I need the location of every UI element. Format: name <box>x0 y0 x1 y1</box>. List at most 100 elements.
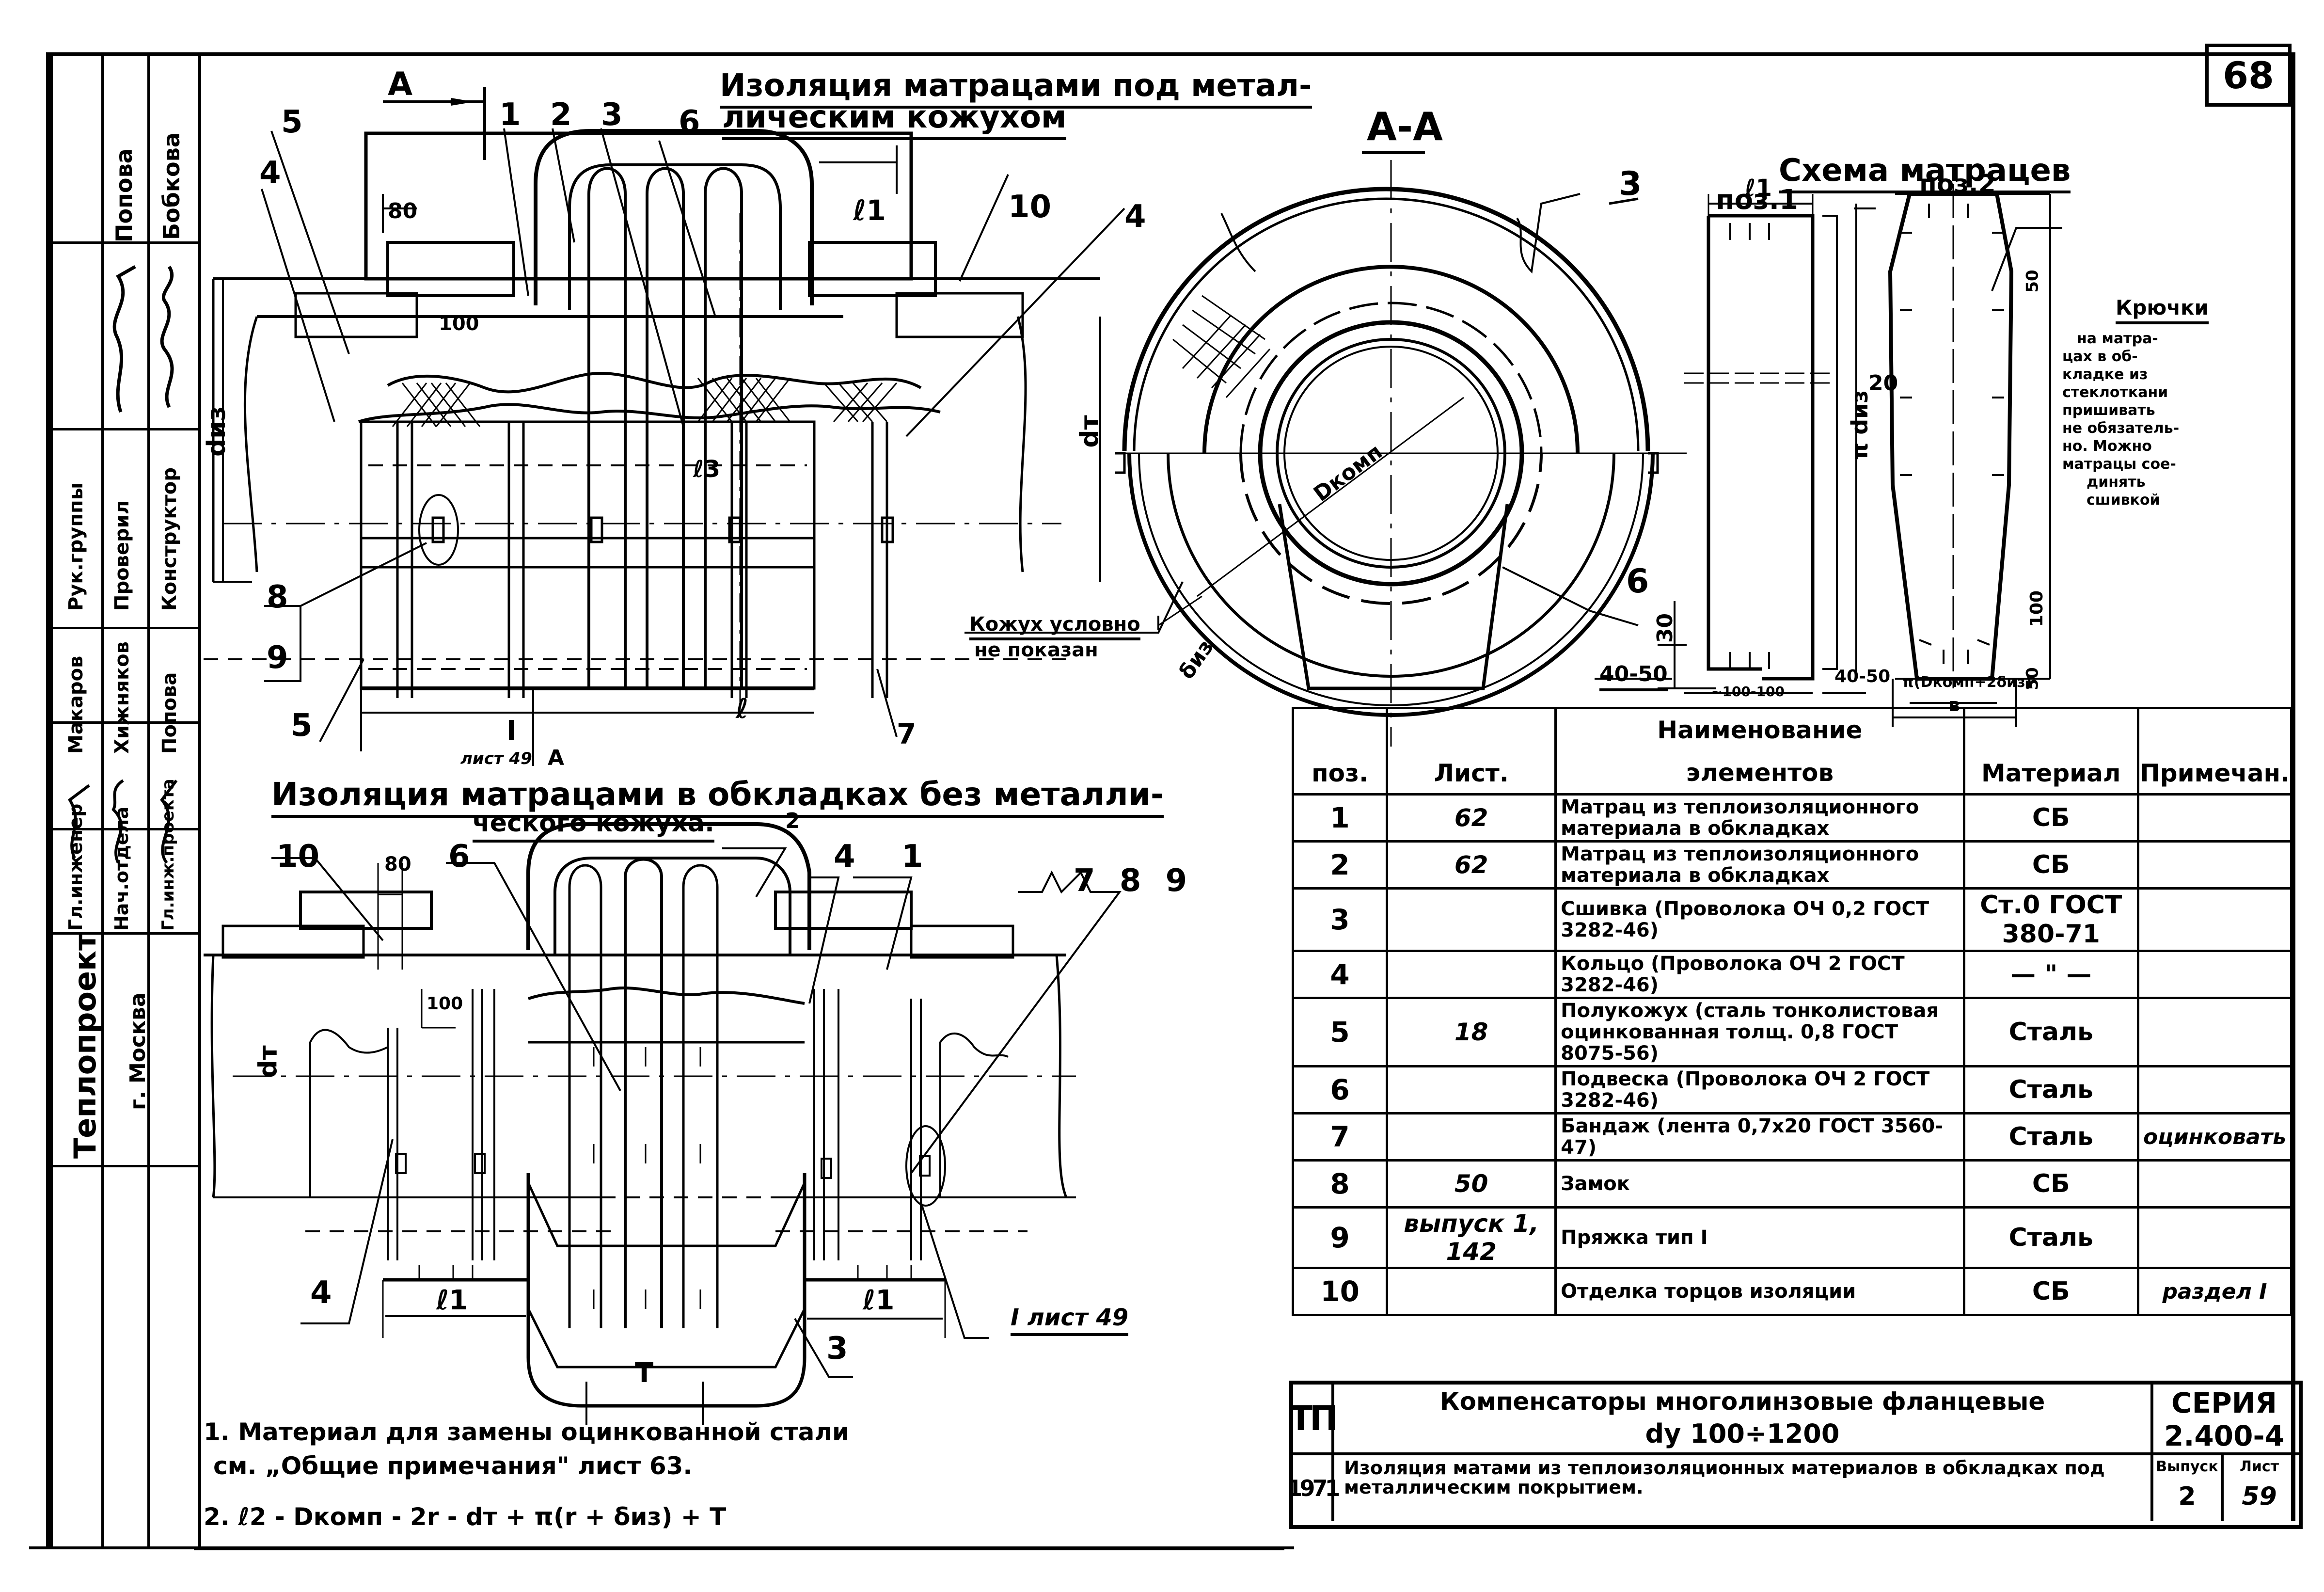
col-header-name: Наименование элементов <box>1554 707 1965 796</box>
row-material: Сталь <box>1962 1206 2139 1269</box>
row-pos: 6 <box>1291 1065 1389 1114</box>
row-note: раздел I <box>2136 1267 2293 1316</box>
dimension-label: ~100-100 <box>1711 684 1785 700</box>
row-material: СБ <box>1962 840 2139 890</box>
dimension-label: 80 <box>388 199 418 223</box>
callout-label: 5 <box>281 104 303 140</box>
callout-label: 8 <box>267 579 288 615</box>
row-material: СБ <box>1962 793 2139 843</box>
row-sheet <box>1386 887 1557 952</box>
hooks-note: на матра- цах в об- кладке из стеклоткан… <box>2062 330 2180 509</box>
row-sheet: 50 <box>1386 1159 1557 1209</box>
detail-reference: I лист 49 <box>1011 1304 1129 1336</box>
row-name: Замок <box>1554 1159 1965 1209</box>
dimension-label: I <box>506 715 517 747</box>
dimension-label: ℓ <box>736 693 749 725</box>
dimension-label: 30 <box>1653 613 1678 643</box>
signature-icon <box>68 779 178 864</box>
callout-label: 6 <box>679 104 700 140</box>
row-note: оцинковать <box>2136 1112 2293 1162</box>
row-material: Сталь <box>1962 997 2139 1067</box>
sheet-subtitle: Изоляция матами из теплоизоляционных мат… <box>1344 1457 2105 1498</box>
dimension-label: ℓ3 <box>693 456 721 483</box>
row-material: Сталь <box>1962 1065 2139 1114</box>
row-material: Сталь <box>1962 1112 2139 1162</box>
sheet-label: Лист <box>2239 1458 2279 1475</box>
section-mark-a-bottom: А <box>548 746 565 770</box>
dimension-label: ℓ1 <box>863 1285 895 1316</box>
callout-label: 3 <box>601 97 623 133</box>
series-label: СЕРИЯ <box>2171 1386 2277 1419</box>
col-header-note: Примечан. <box>2136 707 2293 796</box>
dimension-label: ℓ1 <box>853 194 886 227</box>
signature-icon <box>112 265 174 413</box>
row-note <box>2136 997 2293 1067</box>
row-name: Подвеска (Проволока ОЧ 2 ГОСТ 3282-46) <box>1554 1065 1965 1114</box>
row-name: Отделка торцов изоляции <box>1554 1267 1965 1316</box>
detail-reference: лист 49 <box>460 749 532 768</box>
row-pos: 10 <box>1291 1267 1389 1316</box>
dimension-label: 50 <box>2023 270 2042 293</box>
row-name: Полукожух (сталь тонколистовая оцинкован… <box>1554 997 1965 1067</box>
row-sheet <box>1386 1267 1557 1316</box>
dimension-label: 40-50 <box>1599 662 1668 691</box>
callout-label: 3 <box>826 1331 848 1367</box>
callout-label: 6 <box>1626 562 1649 601</box>
corner-sheet-number: 68 <box>2223 53 2274 97</box>
row-sheet <box>1386 950 1557 999</box>
org-mark: ТП <box>1289 1399 1338 1438</box>
issue-label: Выпуск <box>2156 1458 2218 1475</box>
row-note <box>2136 950 2293 999</box>
dimension-label: dиз <box>202 406 231 457</box>
dimension-label: ℓ1 <box>436 1285 468 1316</box>
pos1-label: поз.1 <box>1716 184 1798 216</box>
title-block: ТП Компенсаторы многолинзовые фланцевые … <box>1287 1381 2303 1529</box>
pos2-label: поз.2 <box>1919 170 1996 199</box>
row-name: Бандаж (лента 0,7х20 ГОСТ 3560-47) <box>1554 1112 1965 1162</box>
callout-label: 7 8 9 <box>1074 863 1194 899</box>
corner-sheet-number-box: 68 <box>2205 44 2292 107</box>
casing-note-line1: Кожух условно <box>969 613 1140 640</box>
bottom-view-title-line1: Изоляция матрацами в обкладках без метал… <box>271 776 1164 818</box>
mattress-scheme-drawing <box>1684 184 2062 727</box>
row-note <box>2136 1159 2293 1209</box>
note-1-line1: 1. Материал для замены оцинкованной стал… <box>204 1418 849 1446</box>
row-pos: 5 <box>1291 997 1389 1067</box>
row-material: Ст.0 ГОСТ 380-71 <box>1962 887 2139 952</box>
col-header-material: Материал <box>1962 707 2139 796</box>
dimension-label: dт <box>253 1045 283 1078</box>
hooks-note-title: Крючки <box>2116 296 2209 324</box>
row-pos: 8 <box>1291 1159 1389 1209</box>
row-name: Сшивка (Проволока ОЧ 0,2 ГОСТ 3282-46) <box>1554 887 1965 952</box>
row-sheet <box>1386 1065 1557 1114</box>
bottom-view-title-line2: ческого кожуха. <box>473 809 714 843</box>
row-note <box>2136 840 2293 890</box>
table-header-row: поз. Лист. Наименование элементов Матери… <box>1291 707 2293 796</box>
specification-table: поз. Лист. Наименование элементов Матери… <box>1291 707 2293 1316</box>
dimension-label: dт <box>1075 415 1105 448</box>
row-name: Кольцо (Проволока ОЧ 2 ГОСТ 3282-46) <box>1554 950 1965 999</box>
title-line2: dy 100÷1200 <box>1645 1418 1840 1449</box>
dimension-label: 80 <box>384 853 411 876</box>
row-material: СБ <box>1962 1159 2139 1209</box>
table-row: 6 Подвеска (Проволока ОЧ 2 ГОСТ 3282-46)С… <box>1291 1065 2293 1114</box>
sheet-border-right <box>2291 52 2295 1521</box>
callout-label: 4 <box>1124 199 1146 235</box>
dimension-label: 20 <box>1868 371 1898 396</box>
row-sheet: выпуск 1, 142 <box>1386 1206 1557 1269</box>
callout-label: 10 <box>276 839 320 875</box>
callout-label: 5 <box>291 708 313 744</box>
col-header-sheet: Лист. <box>1386 707 1557 796</box>
callout-label: 2 <box>550 97 572 133</box>
bottom-view-drawing <box>194 822 1284 1550</box>
top-view-drawing <box>204 87 1184 766</box>
section-title: А-А <box>1367 104 1443 149</box>
dimension-label: 50 <box>2023 667 2042 690</box>
row-pos: 9 <box>1291 1206 1389 1269</box>
sheet-border-top <box>46 52 2295 56</box>
